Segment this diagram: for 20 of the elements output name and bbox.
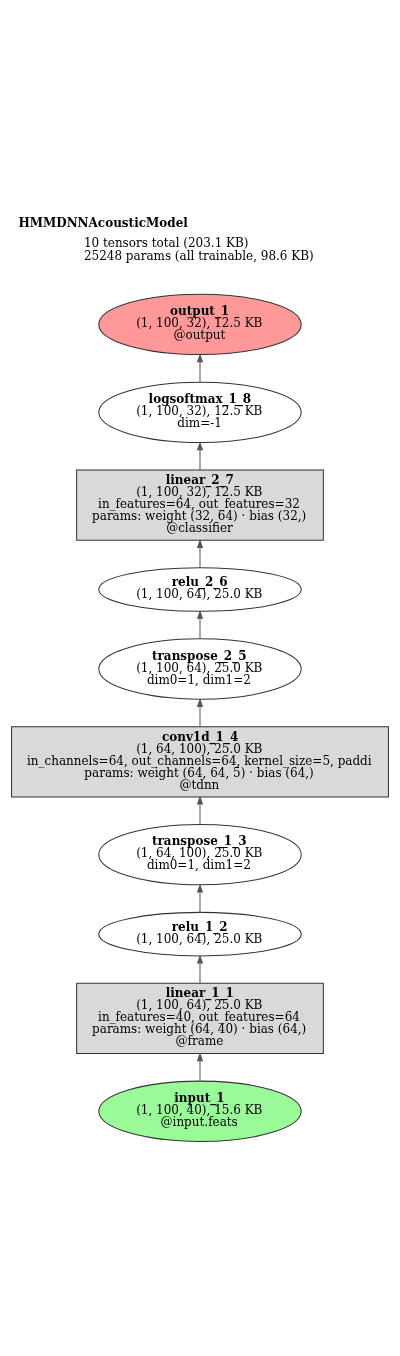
node-ellipse: output_1 (1, 100, 32), 12.5 KB @output (98, 293, 302, 356)
arrow (196, 954, 204, 984)
node-ellipse: relu_2_6 (1, 100, 64), 25.0 KB (98, 567, 302, 612)
node-ellipse: transpose_2_5 (1, 100, 64), 25.0 KB dim0=1, dim1=2 (98, 638, 302, 700)
diagram-title: HMMDNNAcousticModel (18, 215, 188, 230)
arrow (196, 609, 204, 640)
arrow (196, 698, 204, 728)
node-ellipse: input_1 (1, 100, 40), 15.6 KB @input.feats (98, 1080, 302, 1142)
node-box: linear_2_7 (1, 100, 32), 12.5 KB in_features=64, out_features=32 params: weight (32, 64) · bias (32,) @classifier (76, 469, 324, 541)
label: 10 tensors total (203.1 KB) (83, 236, 249, 251)
node-ellipse: relu_1_2 (1, 100, 64), 25.0 KB (98, 911, 302, 957)
arrow (196, 539, 204, 569)
arrow (196, 1052, 204, 1082)
label: 25248 params (all trainable, 98.6 KB) (83, 249, 314, 263)
arrow (196, 441, 204, 471)
arrow (196, 353, 204, 383)
node-ellipse: transpose_1_3 (1, 64, 100), 25.0 KB dim0=1, dim1=2 (98, 823, 302, 886)
arrow (196, 795, 204, 825)
node-box: linear_1_1 (1, 100, 64), 25.0 KB in_features=40, out_features=64 params: weight (64, 40) · bias (64,) @frame (76, 982, 324, 1055)
arrow (196, 883, 204, 913)
